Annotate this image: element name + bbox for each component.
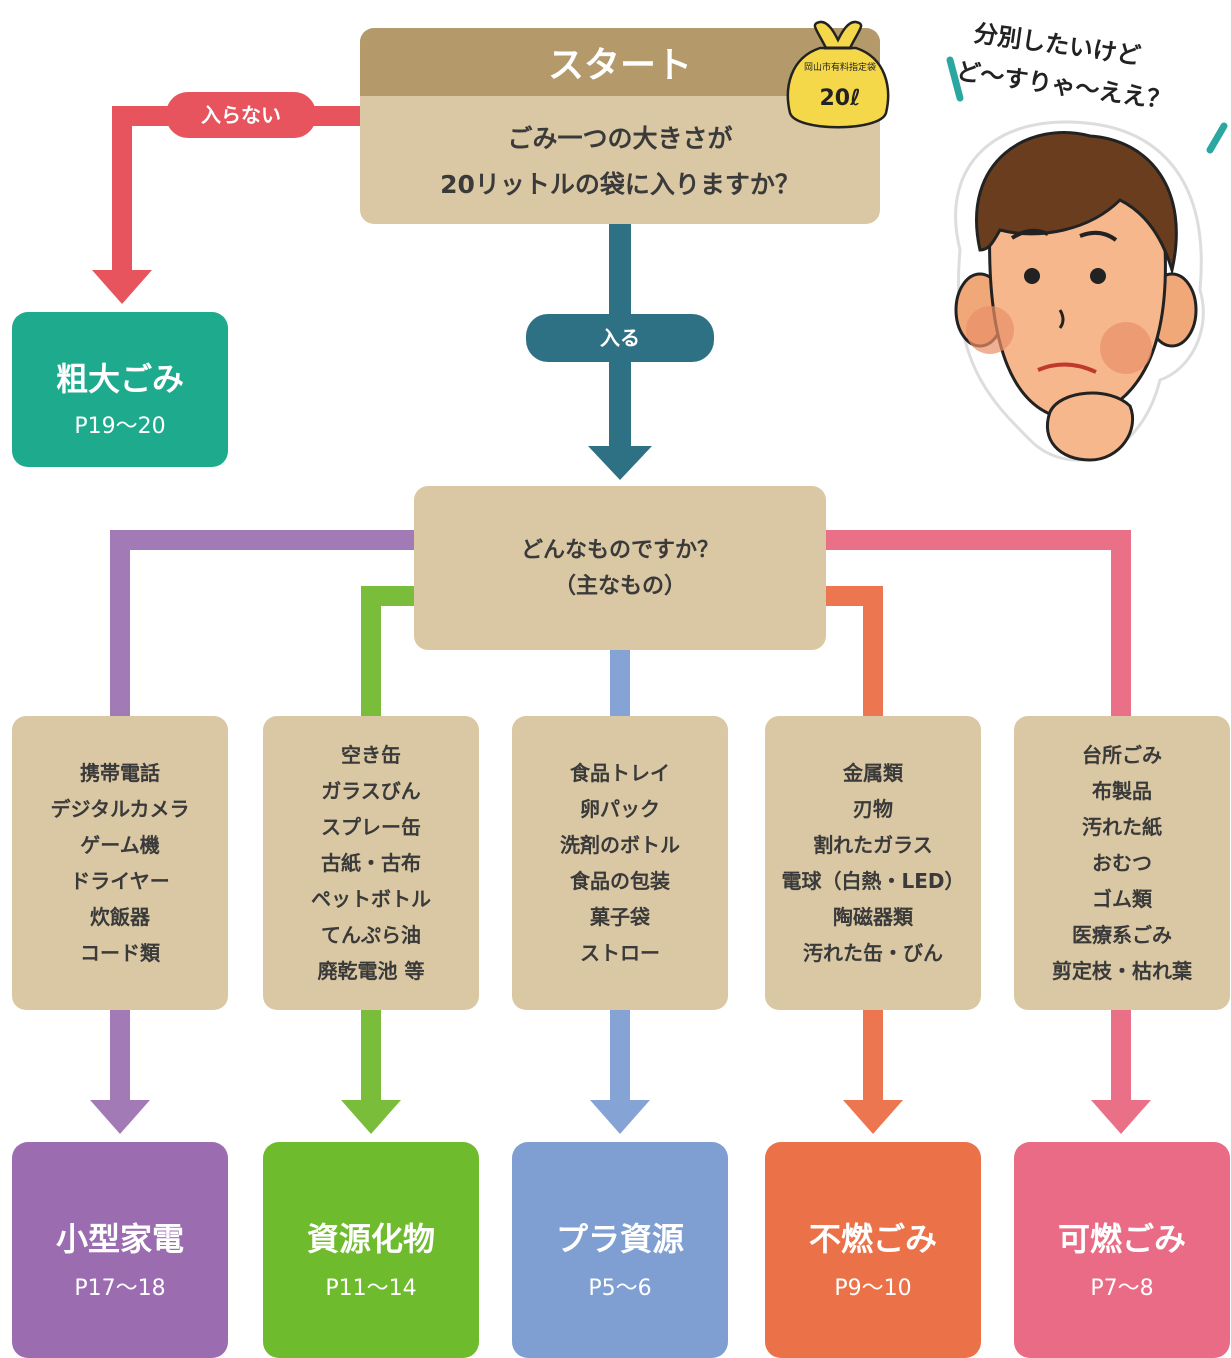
list-item: 菓子袋 [590,905,650,929]
list-item: 卵パック [580,797,660,821]
result-sodai-pages: P19〜20 [74,414,166,439]
list-item: 廃乾電池 等 [317,959,425,983]
list-item: 医療系ごみ [1072,923,1172,947]
result-pura-pages: P5〜6 [588,1276,652,1301]
list-item: ガラスびん [321,779,421,803]
result-kanen: 可燃ごみ P7〜8 [1014,1142,1230,1358]
list-item: 空き缶 [341,743,401,767]
list-item: 汚れた紙 [1082,815,1162,839]
bag-size: 20ℓ [819,86,861,111]
list-item: ペットボトル [311,887,431,911]
connector-kanen [826,530,1151,1134]
list-item: 食品トレイ [570,761,670,785]
connector-shigen [341,586,414,1134]
result-kogata: 小型家電 P17〜18 [12,1142,228,1358]
connector-no [92,106,360,304]
branch-yes-label: 入る [600,326,640,350]
result-funen-name: 不燃ごみ [808,1220,937,1258]
list-item: 台所ごみ [1082,743,1162,767]
result-shigen-name: 資源化物 [306,1220,435,1258]
list-item: 割れたガラス [813,833,933,857]
list-item: 刃物 [853,797,893,821]
bag-label: 岡山市有料指定袋 [803,63,876,73]
start-question-line1: ごみ一つの大きさが [507,124,733,153]
question-line1: どんなものですか？ [520,538,719,563]
start-question-line2: 20リットルの袋に入りますか？ [440,170,800,199]
list-item: 古紙・古布 [321,851,421,875]
result-sodai: 粗大ごみ P19〜20 [12,312,228,467]
list-item: コード類 [80,941,160,965]
list-item: スプレー缶 [321,815,421,839]
list-item: 炊飯器 [90,905,150,929]
list-item: ストロー [580,941,660,965]
result-pura: プラ資源 P5〜6 [512,1142,728,1358]
list-item: 剪定枝・枯れ葉 [1052,959,1192,983]
connector-kogata [90,530,414,1134]
list-kogata: 携帯電話 デジタルカメラ ゲーム機 ドライヤー 炊飯器 コード類 [12,716,228,1010]
list-item: 携帯電話 [80,761,160,785]
list-item: 洗剤のボトル [560,833,680,857]
result-kogata-pages: P17〜18 [74,1276,166,1301]
list-item: 電球（白熱・LED） [781,869,965,893]
branch-yes-pill: 入る [526,314,714,362]
result-shigen-pages: P11〜14 [325,1276,417,1301]
confused-man-illustration [946,56,1228,462]
list-item: 陶磁器類 [833,905,913,929]
list-item: デジタルカメラ [50,797,190,821]
result-shigen: 資源化物 P11〜14 [263,1142,479,1358]
result-kanen-name: 可燃ごみ [1057,1220,1186,1258]
branch-no-label: 入らない [201,103,281,127]
question-box: どんなものですか？ （主なもの） [414,486,826,650]
list-item: ドライヤー [70,869,170,893]
start-question: ごみ一つの大きさが 20リットルの袋に入りますか？ [360,116,880,208]
list-item: おむつ [1092,851,1152,875]
result-funen-pages: P9〜10 [834,1276,912,1301]
question-line2: （主なもの） [553,574,686,599]
list-pura: 食品トレイ 卵パック 洗剤のボトル 食品の包装 菓子袋 ストロー [512,716,728,1010]
result-kogata-name: 小型家電 [55,1220,184,1258]
list-shigen: 空き缶 ガラスびん スプレー缶 古紙・古布 ペットボトル てんぷら油 廃乾電池 … [263,716,479,1010]
list-item: 布製品 [1092,779,1152,803]
list-item: ゴム類 [1092,887,1152,911]
list-item: ゲーム機 [80,833,160,857]
list-item: 食品の包装 [570,869,670,893]
branch-no-pill: 入らない [166,92,316,138]
connector-pura [590,650,650,1134]
result-funen: 不燃ごみ P9〜10 [765,1142,981,1358]
list-funen: 金属類 刃物 割れたガラス 電球（白熱・LED） 陶磁器類 汚れた缶・びん [765,716,981,1010]
result-sodai-name: 粗大ごみ [55,360,184,398]
list-item: 金属類 [843,761,903,785]
start-title: スタート [547,45,692,86]
garbage-bag-icon [786,20,890,129]
result-pura-name: プラ資源 [555,1220,684,1258]
list-item: てんぷら油 [321,923,421,947]
connector-funen [826,586,903,1134]
list-kanen: 台所ごみ 布製品 汚れた紙 おむつ ゴム類 医療系ごみ 剪定枝・枯れ葉 [1014,716,1230,1010]
list-item: 汚れた缶・びん [803,941,943,965]
result-kanen-pages: P7〜8 [1090,1276,1154,1301]
